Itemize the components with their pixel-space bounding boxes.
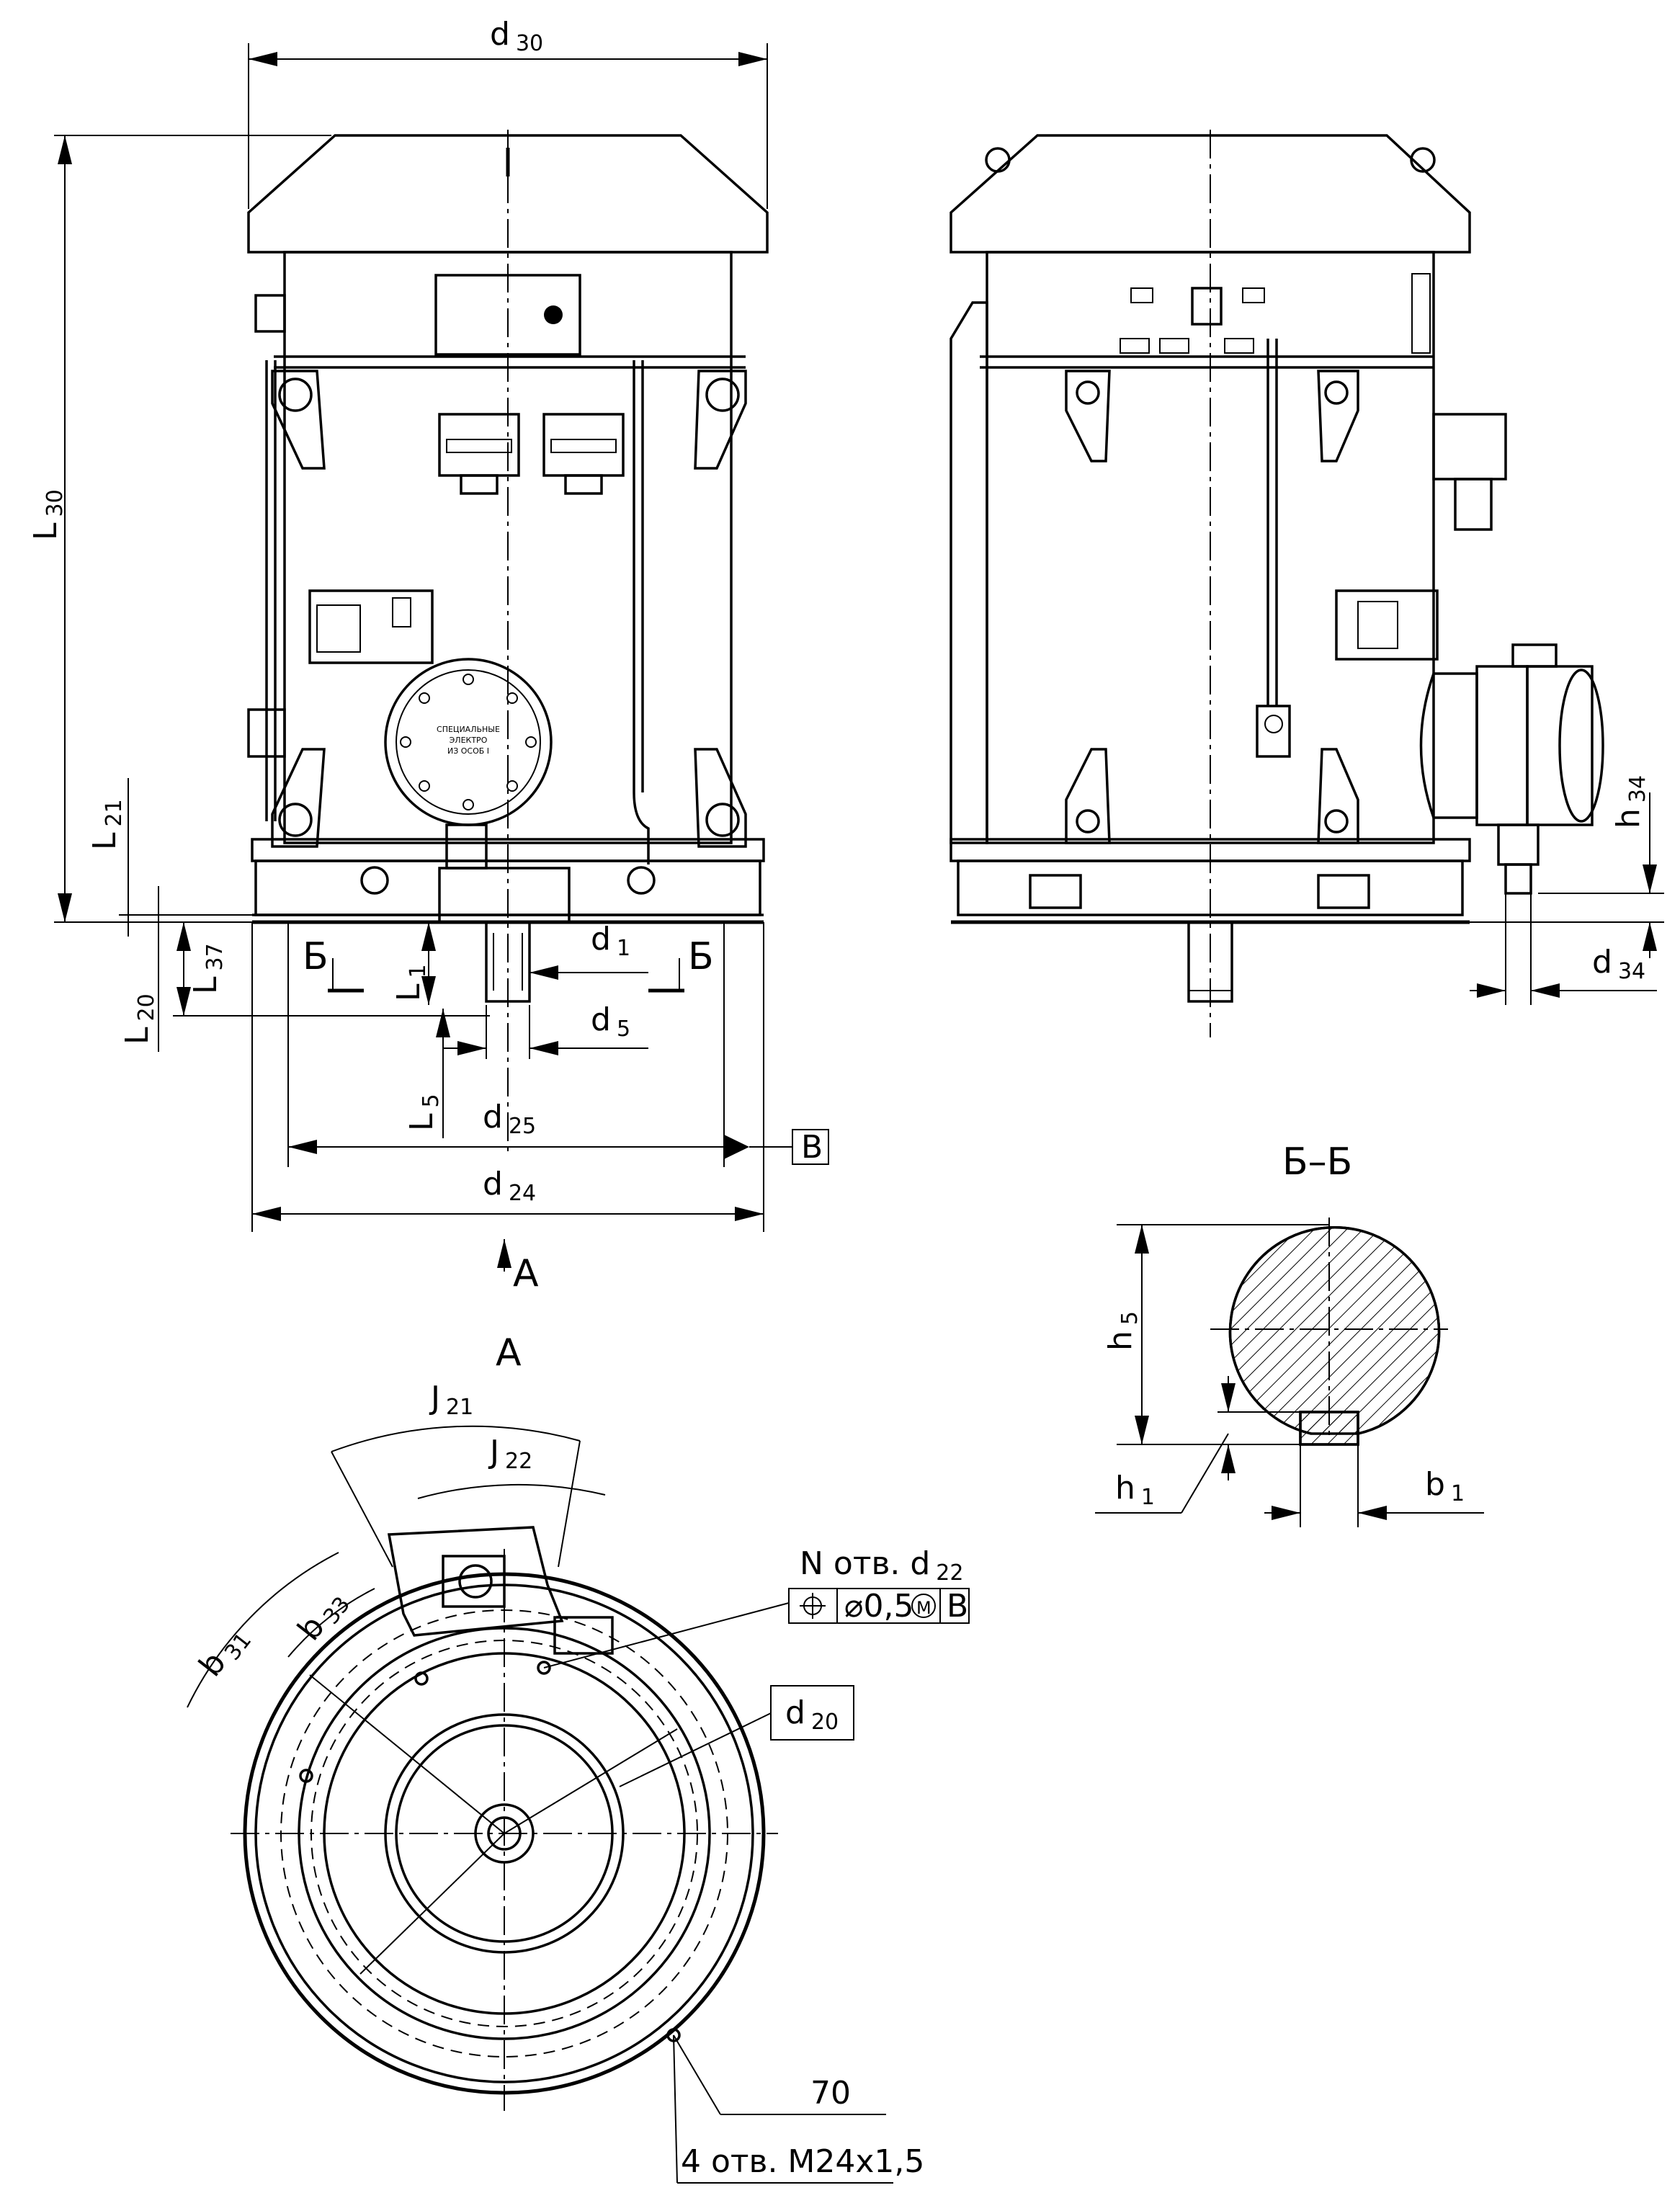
tolerance-value: ⌀0,5 bbox=[844, 1588, 913, 1625]
section-mark-right: Б bbox=[688, 935, 714, 978]
dim-L5: L5 bbox=[403, 1094, 444, 1131]
dim-b31: b31 bbox=[192, 1619, 256, 1686]
front-view: СПЕЦИАЛЬНЫЕ ЭЛЕКТРО ИЗ ОСОБ I bbox=[247, 130, 769, 1153]
tolerance-datum: B bbox=[947, 1588, 968, 1625]
mounting-holes bbox=[299, 1661, 681, 2042]
position-icon bbox=[800, 1593, 826, 1619]
nameplate-line-3: ИЗ ОСОБ I bbox=[447, 746, 489, 756]
dim-h5: h5 bbox=[1102, 1311, 1143, 1351]
dim-L37: L37 bbox=[187, 943, 228, 994]
dim-L21: L21 bbox=[86, 799, 127, 850]
datum-label: B bbox=[801, 1129, 823, 1166]
dim-L20: L20 bbox=[119, 993, 159, 1045]
flange-bolts bbox=[400, 674, 537, 810]
view-arrow-label: A bbox=[513, 1252, 539, 1295]
side-view bbox=[950, 130, 1604, 1037]
tolerance-modifier: M bbox=[916, 1598, 931, 1618]
section-title: Б–Б bbox=[1282, 1140, 1352, 1184]
tolerance-frame: ⌀0,5 M B bbox=[788, 1588, 970, 1625]
dim-L30: L30 bbox=[27, 489, 68, 540]
nameplate-line-2: ЭЛЕКТРО bbox=[450, 736, 488, 745]
view-title: A bbox=[496, 1331, 522, 1375]
mmc-modifier-icon bbox=[911, 1594, 936, 1618]
dim-b33: b33 bbox=[290, 1583, 355, 1650]
dim-L1: L1 bbox=[390, 964, 431, 1001]
nameplate-line-1: СПЕЦИАЛЬНЫЕ bbox=[437, 725, 500, 734]
dim-h34: h34 bbox=[1610, 775, 1650, 828]
thread-note: 4 отв. M24x1,5 bbox=[681, 2143, 924, 2180]
angle-value: 70 bbox=[810, 2075, 851, 2112]
datum-box bbox=[792, 1129, 829, 1165]
section-mark-left: Б bbox=[303, 935, 329, 978]
